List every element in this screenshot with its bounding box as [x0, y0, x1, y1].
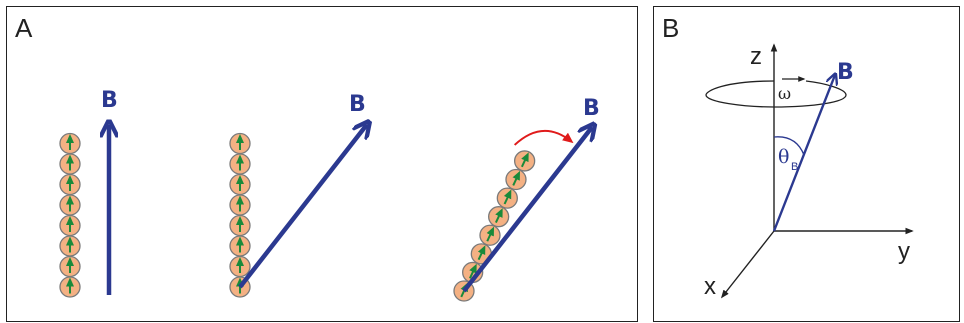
scene-following-chain	[454, 127, 592, 301]
scene-aligned	[60, 125, 109, 297]
omega-label: ω	[778, 84, 791, 103]
field-label-b-1: B	[101, 88, 118, 113]
x-axis-label: x	[704, 273, 716, 300]
b-field-label: B	[837, 60, 854, 85]
scene-tilted-field	[230, 125, 367, 297]
theta-subscript: B	[791, 161, 798, 173]
field-label-b-2: B	[349, 92, 366, 117]
panel-a: A B B B	[6, 6, 638, 322]
y-axis-label: y	[898, 238, 910, 265]
rotation-arrow	[515, 131, 571, 145]
x-axis	[722, 231, 774, 297]
field-arrow	[240, 125, 367, 287]
z-axis-label: z	[750, 43, 762, 70]
panel-b: B z y x ω B θ B	[653, 6, 960, 322]
theta-symbol: θ	[778, 146, 789, 168]
panel-b-drawing: z y x ω B θ B	[654, 7, 961, 323]
panel-a-drawing: B B B	[7, 7, 639, 323]
field-label-b-3: B	[583, 96, 600, 121]
